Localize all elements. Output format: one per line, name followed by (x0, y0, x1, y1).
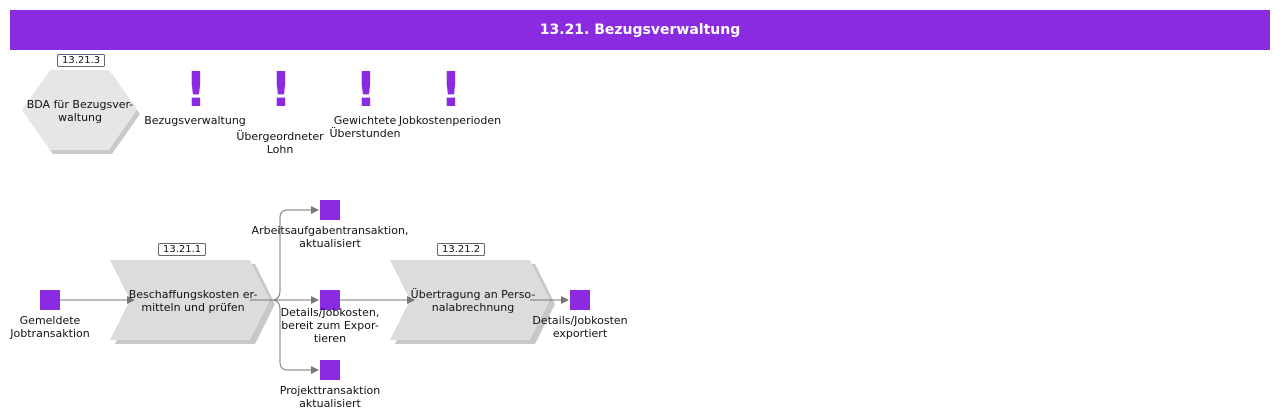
event-end-label: Details/Jobkosten exportiert (532, 314, 628, 340)
function-1-id-tag: 13.21.1 (158, 243, 207, 256)
subprocess-id-tag: 13.21.3 (57, 54, 106, 67)
event-details-label: Details/Jobkosten, bereit zum Expor- tie… (280, 306, 380, 345)
event-arbeit-label: Arbeitsaufgabentransaktion, aktualisiert (251, 224, 409, 250)
event-projekt-marker[interactable] (320, 360, 340, 380)
subprocess-hexagon[interactable] (22, 70, 137, 150)
diagram-title-bar: 13.21. Bezugsverwaltung (10, 10, 1270, 50)
function-2-shape[interactable] (390, 260, 550, 340)
function-1-label: Beschaffungskosten er- mitteln und prüfe… (128, 288, 258, 314)
entity-label-bezugsverwaltung: Bezugsverwaltung (144, 114, 246, 127)
exclamation-icon: ! (270, 62, 292, 118)
entity-label-gewichtete-ueberstunden: Gewichtete Überstunden (329, 114, 401, 140)
subprocess-label: BDA für Bezugsver- waltung (26, 98, 134, 124)
event-projekt-label: Projekttransaktion aktualisiert (279, 384, 381, 410)
entity-label-jobkostenperioden: Jobkostenperioden (398, 114, 502, 127)
diagram-title: 13.21. Bezugsverwaltung (539, 22, 741, 38)
exclamation-icon: ! (185, 62, 207, 118)
function-2-label: Übertragung an Perso- nalabrechnung (410, 288, 536, 314)
event-start-marker[interactable] (40, 290, 60, 310)
event-end-marker[interactable] (570, 290, 590, 310)
event-arbeit-marker[interactable] (320, 200, 340, 220)
entity-label-uebergeordneter-lohn: Übergeordneter Lohn (236, 130, 324, 156)
function-1-shape[interactable] (110, 260, 270, 340)
exclamation-icon: ! (355, 62, 377, 118)
event-start-label: Gemeldete Jobtransaktion (10, 314, 90, 340)
function-2-id-tag: 13.21.2 (437, 243, 486, 256)
connector-f1-to-projekt (271, 299, 319, 374)
connector-f1-to-arbeit (271, 206, 319, 301)
event-details-marker[interactable] (320, 290, 340, 310)
exclamation-icon: ! (440, 62, 462, 118)
